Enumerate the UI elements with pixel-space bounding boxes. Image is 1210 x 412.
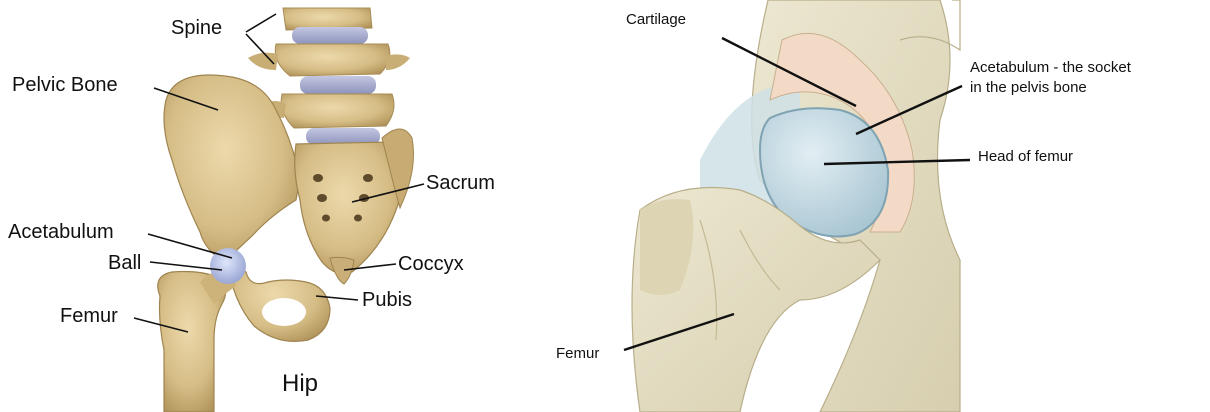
label-cartilage: Cartilage bbox=[626, 12, 686, 27]
intervertebral-disc bbox=[292, 27, 368, 44]
obturator-foramen bbox=[262, 298, 306, 326]
left-hip-skeleton bbox=[158, 8, 414, 412]
label-coccyx: Coccyx bbox=[398, 254, 464, 274]
label-pubis: Pubis bbox=[362, 290, 412, 310]
label-sacrum: Sacrum bbox=[426, 173, 495, 193]
label-acetabulum-socket: Acetabulum - the socket in the pelvis bo… bbox=[970, 58, 1170, 99]
right-joint-detail bbox=[632, 0, 960, 412]
label-pelvic-bone: Pelvic Bone bbox=[12, 75, 118, 95]
intervertebral-disc bbox=[300, 76, 376, 94]
label-ball: Ball bbox=[108, 253, 141, 273]
label-acetabulum-socket-line1: Acetabulum - the socket bbox=[970, 58, 1170, 78]
leader-spine-upper bbox=[246, 14, 276, 32]
label-femur-right: Femur bbox=[556, 346, 599, 361]
label-acetabulum: Acetabulum bbox=[8, 222, 114, 242]
label-head-of-femur: Head of femur bbox=[978, 149, 1073, 164]
caption-hip: Hip bbox=[282, 372, 318, 396]
label-femur-left: Femur bbox=[60, 306, 118, 326]
sacrum-bone bbox=[295, 142, 403, 274]
label-acetabulum-socket-line2: in the pelvis bone bbox=[970, 78, 1170, 98]
label-spine: Spine bbox=[171, 18, 222, 38]
